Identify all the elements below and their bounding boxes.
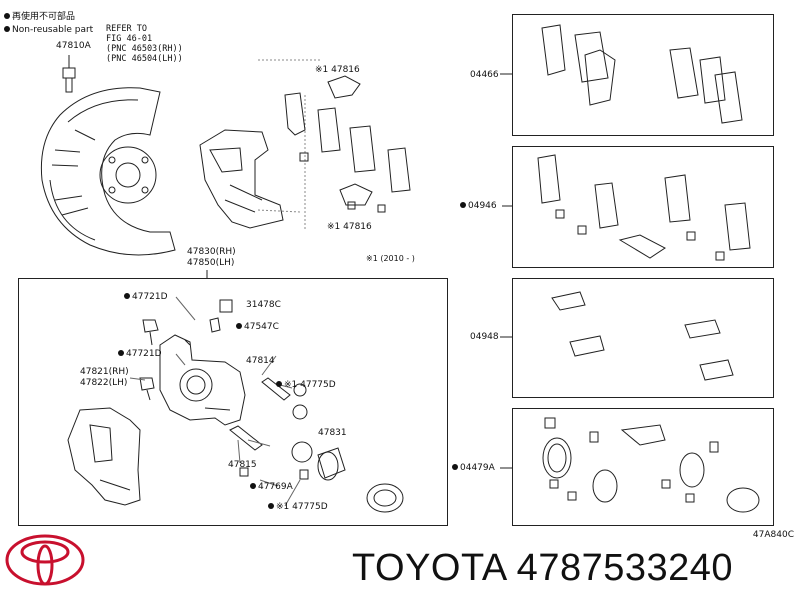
part-label-47810A[interactable]: 47810A	[56, 41, 91, 51]
non-reusable-dot-icon	[276, 381, 282, 387]
kit-04946-drawing	[538, 155, 750, 260]
legend-dot-icon	[4, 26, 10, 32]
refer-line-4: (PNC 46504(LH))	[106, 54, 183, 64]
legend-reusable: 再使用不可部品	[4, 12, 75, 22]
legend-reusable-text: 再使用不可部品	[12, 12, 76, 22]
kit-box-04946	[512, 146, 774, 268]
toyota-logo-icon	[7, 536, 83, 584]
part-label-47815[interactable]: 47815	[228, 460, 257, 470]
refer-line-2: FIG 46-01	[106, 34, 153, 44]
kit-box-04479A	[512, 408, 774, 526]
refer-line-3: (PNC 46503(RH))	[106, 44, 183, 54]
kit-04948-drawing	[552, 292, 733, 380]
diagram-code: 47A840C	[752, 530, 794, 540]
part-label-47775D-a-text: ※1 47775D	[284, 380, 336, 390]
part-label-47830[interactable]: 47830(RH)	[187, 247, 236, 257]
brand-part-number: TOYOTA 4787533240	[352, 547, 734, 589]
caliper-mount-drawing	[200, 130, 283, 228]
kit-label-04466[interactable]: 04466	[470, 70, 499, 80]
non-reusable-dot-icon	[268, 503, 274, 509]
part-label-47821[interactable]: 47821(RH)	[80, 367, 129, 377]
part-label-47769A[interactable]: 47769A	[250, 482, 293, 492]
kit-label-04479A[interactable]: 04479A	[452, 463, 495, 473]
part-label-47775D-b[interactable]: ※1 47775D	[268, 502, 328, 512]
kit-04466-drawing	[542, 25, 742, 123]
part-label-47721D-a[interactable]: 47721D	[124, 292, 168, 302]
kit-label-04946-text: 04946	[468, 201, 497, 211]
non-reusable-dot-icon	[124, 293, 130, 299]
part-label-47775D-a[interactable]: ※1 47775D	[276, 380, 336, 390]
piston-drawing	[318, 448, 403, 512]
year-note: ※1 (2010 - )	[366, 254, 415, 263]
non-reusable-dot-icon	[460, 202, 466, 208]
non-reusable-dot-icon	[236, 323, 242, 329]
part-label-31478C[interactable]: 31478C	[246, 300, 281, 310]
part-label-47547C[interactable]: 47547C	[236, 322, 279, 332]
bolt-47810A-drawing	[63, 55, 75, 92]
kit-label-04946[interactable]: 04946	[460, 201, 497, 211]
dust-shield-drawing	[41, 88, 175, 255]
caliper-body-drawing	[160, 335, 245, 425]
part-label-47721D-b[interactable]: 47721D	[118, 349, 162, 359]
kit-04479A-drawing	[543, 418, 759, 512]
part-label-47822[interactable]: 47822(LH)	[80, 378, 128, 388]
brake-pads-drawing	[285, 76, 410, 212]
caliper-bracket-drawing	[68, 408, 140, 505]
part-label-47775D-b-text: ※1 47775D	[276, 502, 328, 512]
kit-label-04948[interactable]: 04948	[470, 332, 499, 342]
kit-label-04479A-text: 04479A	[460, 463, 495, 473]
kit-box-04466	[512, 14, 774, 136]
legend-non-reusable-text: Non-reusable part	[12, 25, 94, 35]
part-label-47721D-a-text: 47721D	[132, 292, 168, 302]
part-label-47816-top[interactable]: ※1 47816	[315, 65, 360, 75]
part-label-47816-bottom[interactable]: ※1 47816	[327, 222, 372, 232]
refer-line-1: REFER TO	[106, 24, 147, 34]
non-reusable-dot-icon	[452, 464, 458, 470]
part-label-47547C-text: 47547C	[244, 322, 279, 332]
part-label-47814[interactable]: 47814	[246, 356, 275, 366]
part-label-47831[interactable]: 47831	[318, 428, 347, 438]
part-label-47850[interactable]: 47850(LH)	[187, 258, 235, 268]
caliper-assembly-box	[18, 278, 448, 526]
legend-non-reusable: Non-reusable part	[4, 25, 93, 35]
non-reusable-dot-icon	[118, 350, 124, 356]
non-reusable-dot-icon	[250, 483, 256, 489]
bolts-drawing	[140, 300, 312, 479]
legend-dot-icon	[4, 13, 10, 19]
part-label-47721D-b-text: 47721D	[126, 349, 162, 359]
part-label-47769A-text: 47769A	[258, 482, 293, 492]
kit-box-04948	[512, 278, 774, 398]
